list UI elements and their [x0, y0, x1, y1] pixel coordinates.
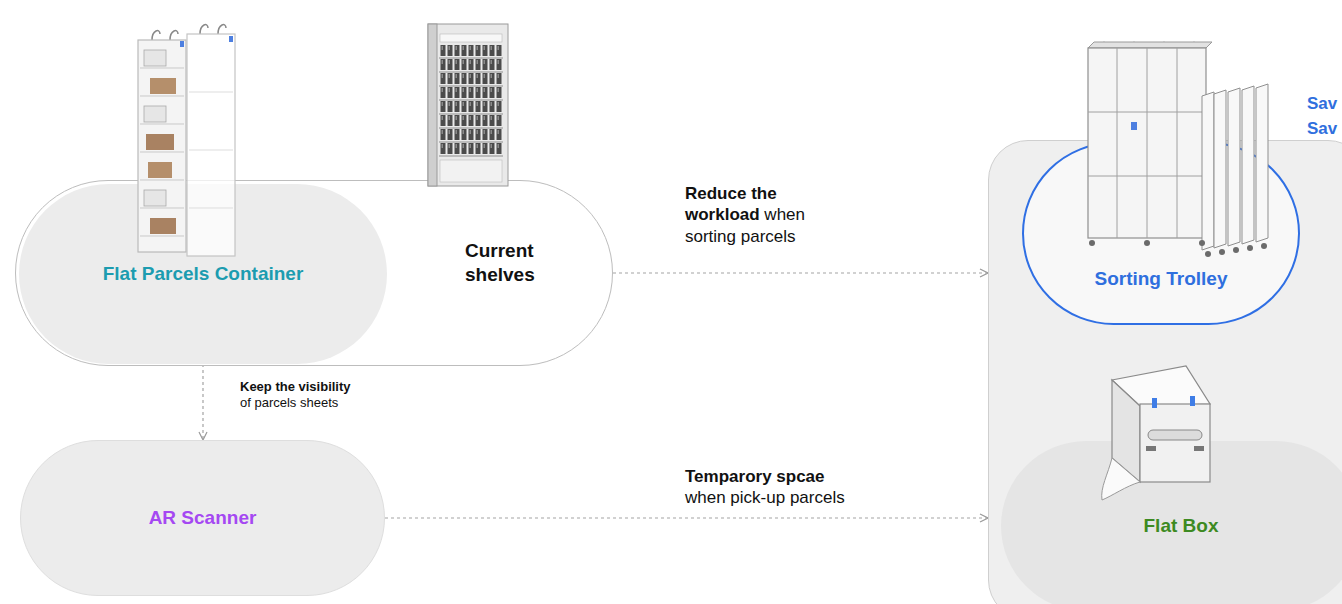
node-label: Sorting Trolley	[1094, 267, 1227, 291]
flat-box-illustration	[1102, 366, 1210, 500]
node-label: AR Scanner	[149, 506, 257, 530]
process-pill: Flat Parcels Container	[19, 184, 387, 364]
group-panel: Sorting TrolleyFlat Box	[988, 140, 1342, 604]
node-label: Current shelves	[465, 239, 555, 287]
edge-label: Reduce the workload when sorting parcels	[685, 183, 855, 247]
dashed-connector	[385, 517, 988, 518]
edge-label-body: of parcels sheets	[240, 395, 338, 410]
dashed-connector	[613, 272, 988, 273]
node-label: Flat Box	[1144, 514, 1219, 538]
edge-label: Temparory spcae when pick-up parcels	[685, 466, 965, 509]
process-pill: Flat Box	[1001, 441, 1342, 604]
edge-label-body: when pick-up parcels	[685, 488, 845, 507]
label-anchor: Keep the visibility of parcels sheets	[240, 379, 460, 412]
node-label: Flat Parcels Container	[103, 262, 304, 286]
dashed-connector	[202, 364, 203, 440]
label-anchor: Sav	[1307, 93, 1337, 114]
edge-label-emphasis: Keep the visibility	[240, 379, 460, 395]
shelves-illustration	[428, 24, 508, 186]
process-pill: AR Scanner	[20, 440, 385, 596]
label-anchor: Temparory spcae when pick-up parcels	[685, 466, 965, 509]
cut-off-note: Sav	[1307, 118, 1337, 139]
edge-label-emphasis: Temparory spcae	[685, 466, 965, 487]
highlight-pill: Sorting Trolley	[1022, 142, 1300, 325]
flat-parcels-container-illustration	[138, 25, 235, 256]
label-anchor: Sav	[1307, 118, 1337, 139]
sorting-trolley-illustration	[1088, 42, 1268, 257]
label-anchor: Reduce the workload when sorting parcels	[685, 183, 855, 247]
edge-label: Keep the visibility of parcels sheets	[240, 379, 460, 412]
group-pill: Flat Parcels Container Current shelves	[15, 180, 613, 366]
cut-off-note: Sav	[1307, 93, 1337, 114]
